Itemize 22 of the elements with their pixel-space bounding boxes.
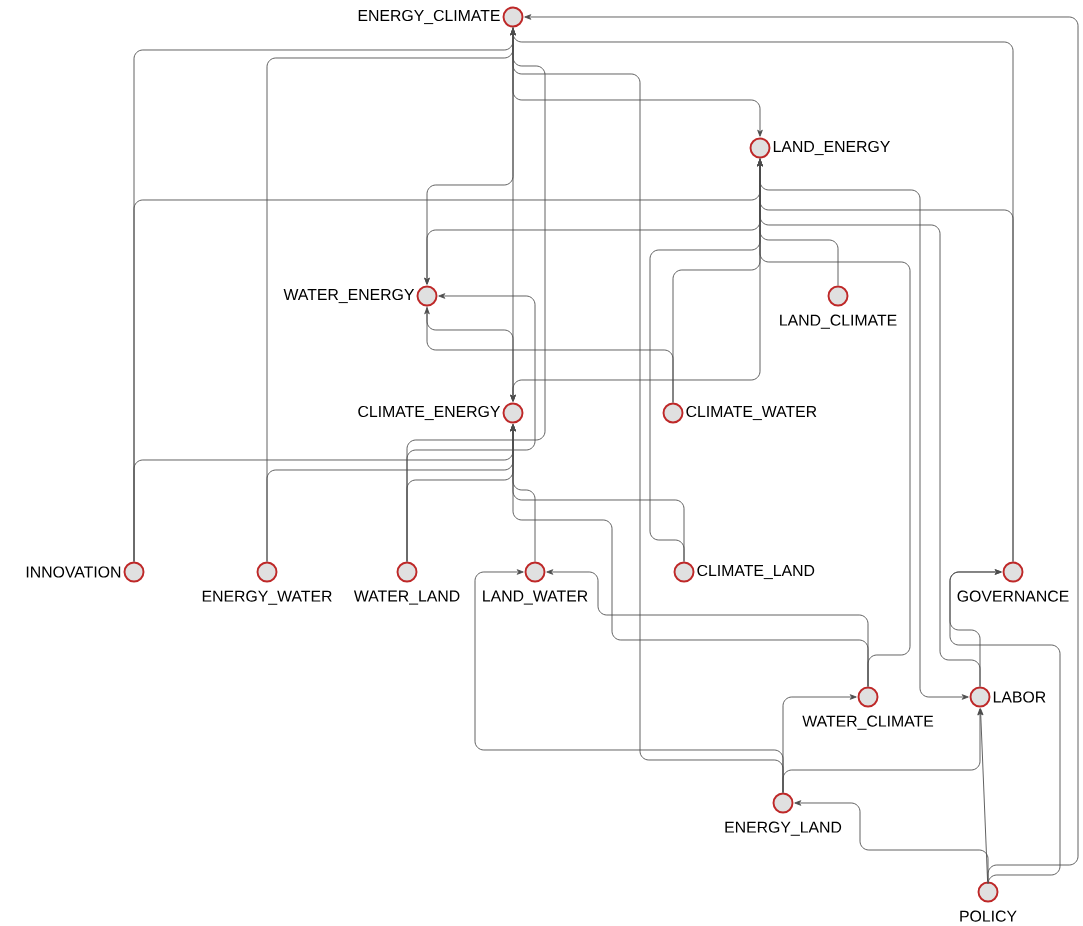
node-label: CLIMATE_WATER — [686, 405, 817, 421]
node-label: WATER_ENERGY — [283, 288, 415, 304]
node-label: LAND_CLIMATE — [780, 314, 897, 329]
node-label: ENERGY_WATER — [202, 590, 332, 605]
connector-arrow — [949, 569, 1061, 885]
node-label: POLICY — [960, 910, 1017, 922]
node-label: LAND_ENERGY — [773, 140, 890, 156]
node-label: WATER_LAND — [353, 590, 460, 605]
connector-arrow — [794, 800, 989, 882]
node-label: GOVERNANCE — [957, 590, 1069, 602]
node-label: CLIMATE_LAND — [697, 564, 815, 580]
node-label: LABOR — [993, 691, 1046, 703]
connector-arrow — [474, 569, 784, 793]
node-label: ENERGY_LAND — [725, 821, 842, 836]
connector-arrow — [546, 569, 869, 687]
node-label: INNOVATION — [26, 566, 121, 578]
node-label: LAND_WATER — [483, 590, 588, 605]
connector-arrow — [510, 424, 536, 562]
connector-arrow — [426, 306, 516, 402]
node-label: CLIMATE_ENERGY — [358, 405, 501, 421]
node-label: WATER_CLIMATE — [802, 715, 934, 730]
node-label: ENERGY_CLIMATE — [358, 9, 500, 25]
